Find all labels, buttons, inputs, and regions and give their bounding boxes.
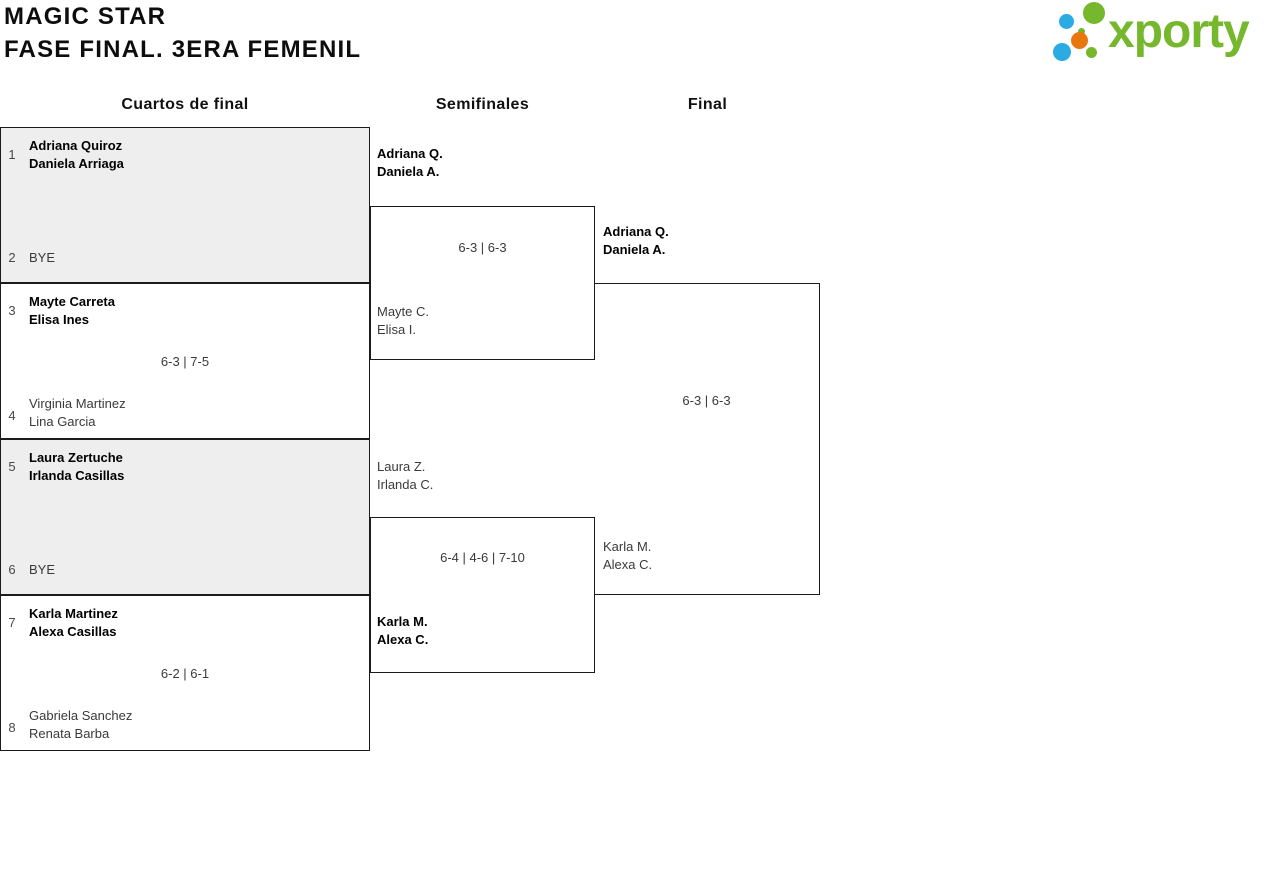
player-name: Karla M.	[603, 539, 652, 554]
page-title: MAGIC STAR FASE FINAL. 3ERA FEMENIL	[4, 0, 361, 66]
player-name: Karla M.	[377, 614, 428, 629]
player-name: Mayte C.	[377, 304, 430, 319]
player-name: Elisa Ines	[29, 312, 89, 327]
player-name: Adriana Q.	[377, 146, 443, 161]
player-name: Daniela Arriaga	[29, 156, 124, 171]
player-name: Laura Z.	[377, 459, 426, 474]
match-sf1[interactable]: 6-3 | 6-3	[370, 206, 595, 360]
seed-number: 3	[8, 303, 16, 318]
player-name: Adriana Quiroz	[29, 138, 123, 153]
match-score: 6-3 | 6-3	[458, 240, 507, 255]
logo-dot-blue-large-icon	[1053, 43, 1071, 61]
logo-dot-green-small-icon	[1085, 46, 1097, 58]
player-name: Alexa C.	[603, 557, 653, 572]
match-score: 6-3 | 7-5	[160, 354, 210, 369]
seed-number: 1	[8, 147, 16, 162]
bye-label: BYE	[29, 562, 56, 577]
xporty-logo[interactable]: xporty	[1050, 0, 1280, 72]
phase-category-name: FASE FINAL. 3ERA FEMENIL	[4, 36, 362, 63]
player-name: Elisa I.	[377, 322, 417, 337]
seed-number: 4	[8, 408, 16, 423]
player-name: Daniela A.	[377, 164, 440, 179]
player-name: Alexa Casillas	[29, 624, 117, 639]
seed-number: 8	[8, 720, 16, 735]
logo-dot-orange-icon	[1070, 31, 1088, 49]
logo-dot-blue-small-icon	[1058, 13, 1074, 29]
team-entry: Adriana Q. Daniela A.	[603, 223, 669, 259]
team-entry: Mayte Carreta Elisa Ines	[29, 293, 115, 329]
player-name: Karla Martinez	[29, 606, 118, 621]
match-score: 6-2 | 6-1	[160, 666, 210, 681]
match-qf3[interactable]: 5 Laura Zertuche Irlanda Casillas 6 BYE	[0, 439, 370, 595]
player-name: Lina Garcia	[29, 414, 96, 429]
match-qf2[interactable]: 3 Mayte Carreta Elisa Ines 6-3 | 7-5 4 V…	[0, 283, 370, 439]
player-name: Renata Barba	[29, 726, 110, 741]
match-qf1[interactable]: 1 Adriana Quiroz Daniela Arriaga 2 BYE	[0, 127, 370, 283]
team-entry: Virginia Martinez Lina Garcia	[29, 395, 126, 431]
team-entry: Adriana Q. Daniela A.	[377, 145, 443, 181]
seed-number: 5	[8, 459, 16, 474]
match-sf2[interactable]: 6-4 | 4-6 | 7-10	[370, 517, 595, 673]
team-entry: Adriana Quiroz Daniela Arriaga	[29, 137, 124, 173]
logo-dot-green-large-icon	[1083, 2, 1105, 24]
team-entry: Laura Zertuche Irlanda Casillas	[29, 449, 124, 485]
team-entry: Laura Z. Irlanda C.	[377, 458, 433, 494]
team-entry: Karla M. Alexa C.	[603, 538, 652, 574]
round-header-quarterfinals: Cuartos de final	[121, 96, 249, 113]
match-score: 6-3 | 6-3	[682, 393, 731, 408]
player-name: Alexa C.	[377, 632, 429, 647]
team-entry: Gabriela Sanchez Renata Barba	[29, 707, 132, 743]
team-entry: Mayte C. Elisa I.	[377, 303, 429, 339]
logo-wordmark: xporty	[1108, 5, 1250, 58]
match-qf4[interactable]: 7 Karla Martinez Alexa Casillas 6-2 | 6-…	[0, 595, 370, 751]
team-entry: Karla M. Alexa C.	[377, 613, 428, 649]
match-final[interactable]: 6-3 | 6-3	[594, 283, 820, 595]
player-name: Mayte Carreta	[29, 294, 115, 309]
round-header-final: Final	[687, 96, 728, 113]
logo-dot-green-tiny-icon	[1077, 27, 1085, 35]
seed-number: 2	[8, 250, 16, 265]
player-name: Irlanda C.	[377, 477, 434, 492]
player-name: Laura Zertuche	[29, 450, 123, 465]
team-entry: Karla Martinez Alexa Casillas	[29, 605, 118, 641]
seed-number: 7	[8, 615, 16, 630]
match-score: 6-4 | 4-6 | 7-10	[440, 550, 525, 565]
player-name: Irlanda Casillas	[29, 468, 125, 483]
round-header-semifinals: Semifinales	[435, 96, 530, 113]
player-name: Adriana Q.	[603, 224, 669, 239]
player-name: Virginia Martinez	[29, 396, 126, 411]
player-name: Daniela A.	[603, 242, 666, 257]
seed-number: 6	[8, 562, 16, 577]
bye-label: BYE	[29, 250, 56, 265]
tournament-name: MAGIC STAR	[4, 3, 167, 30]
player-name: Gabriela Sanchez	[29, 708, 133, 723]
